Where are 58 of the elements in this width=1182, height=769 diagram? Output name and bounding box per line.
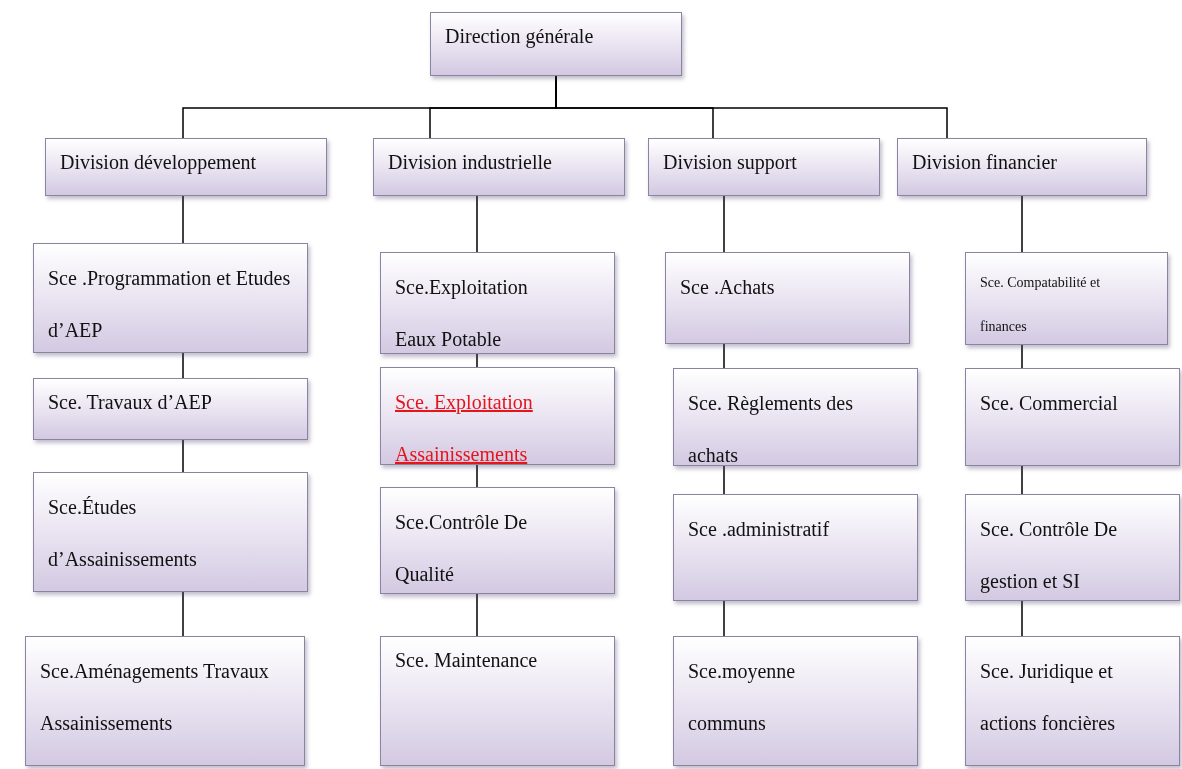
unit-name: Sce. Exploitation Assainissements [395, 390, 534, 467]
org-box [673, 636, 918, 766]
org-box [33, 472, 308, 592]
connector-line [182, 591, 184, 637]
org-box [430, 12, 682, 76]
unit-name: Sce.Exploitation Eaux Potable [395, 275, 529, 352]
org-box [673, 494, 918, 601]
org-box [25, 636, 305, 766]
unit-name: Division financier [912, 150, 1058, 175]
unit-name: Sce .Programmation et Etudes d’AEP [48, 266, 292, 343]
org-box [33, 378, 308, 440]
connector-line [476, 593, 478, 637]
unit-name: Sce .administratif [688, 517, 831, 542]
unit-name: Sce. Juridique et actions foncières [980, 659, 1116, 736]
unit-name: Sce. Travaux d’AEP [48, 390, 213, 415]
org-box [380, 487, 615, 594]
unit-name: Sce.Contrôle De Qualité [395, 510, 529, 587]
org-box [45, 138, 327, 196]
connector-line [476, 195, 478, 253]
unit-name: Sce. Compatabilité et finances [980, 274, 1102, 336]
connector-line [476, 464, 478, 488]
connector-line [1021, 600, 1023, 637]
connector-line [1021, 465, 1023, 495]
unit-name: Sce .Achats [680, 275, 776, 300]
unit-name: Sce.moyenne communs [688, 659, 797, 736]
org-box [673, 368, 918, 466]
org-box [373, 138, 625, 196]
connector-line [182, 439, 184, 473]
unit-name: Sce.Aménagements Travaux Assainissements [40, 659, 270, 736]
org-box [665, 252, 910, 344]
connector-line [723, 195, 725, 253]
connector-line [182, 195, 184, 244]
org-box [380, 367, 615, 465]
unit-name: Sce.Études d’Assainissements [48, 495, 198, 572]
unit-name: Sce. Contrôle De gestion et SI [980, 517, 1119, 595]
org-box [380, 252, 615, 354]
unit-name: Sce. Règlements des achats [688, 391, 854, 468]
connector-line [182, 352, 184, 379]
connector-line [1021, 344, 1023, 369]
unit-name: Sce. Commercial [980, 391, 1119, 416]
unit-name: Division industrielle [388, 150, 553, 175]
org-box [965, 494, 1180, 601]
org-box [33, 243, 308, 353]
org-box [380, 636, 615, 766]
org-box [897, 138, 1147, 196]
unit-name: Division développement [60, 150, 258, 176]
connector-line [723, 465, 725, 495]
org-box [648, 138, 880, 196]
org-box [965, 636, 1180, 766]
connector-line [723, 600, 725, 637]
connector-line [476, 353, 478, 368]
connector-line [723, 343, 725, 369]
org-box [965, 368, 1180, 466]
unit-name: Sce. Maintenance [395, 648, 539, 673]
org-box [965, 252, 1168, 345]
connector-line [1021, 195, 1023, 253]
unit-name: Direction générale [445, 24, 595, 50]
unit-name: Division support [663, 150, 798, 176]
